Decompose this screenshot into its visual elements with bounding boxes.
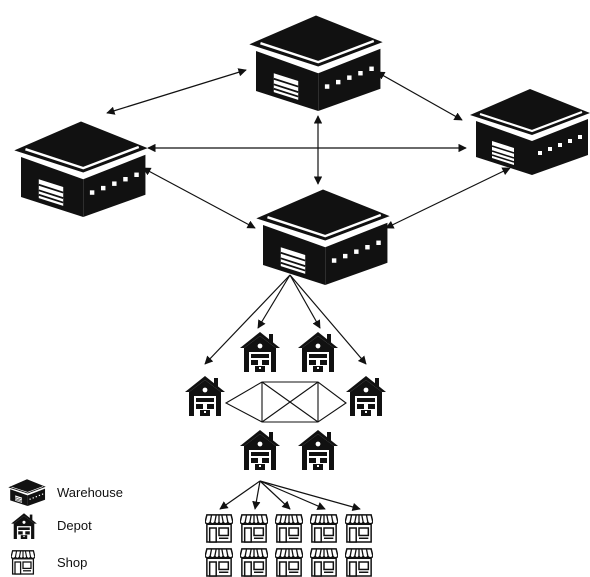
- link-center-depot-2: [257, 274, 291, 329]
- link-top-right: [376, 71, 463, 121]
- warehouse-icon: [8, 478, 46, 506]
- depot-4: [346, 376, 386, 416]
- warehouse-left: [13, 120, 149, 217]
- lattice-outline: [224, 381, 347, 423]
- shop-4: [310, 514, 338, 543]
- depot-shop-links: [219, 480, 361, 512]
- link-depot-shop-3: [259, 480, 291, 510]
- link-center-depot-3: [289, 274, 321, 329]
- link-right-center: [385, 167, 511, 229]
- link-left-center: [142, 167, 256, 229]
- shop-8: [275, 548, 303, 577]
- legend-label-depot: Depot: [57, 518, 92, 533]
- legend: Warehouse Depot Shop: [8, 478, 123, 575]
- depot-2: [240, 332, 280, 372]
- link-depot-shop-1: [219, 480, 261, 510]
- link-center-depot-4: [289, 274, 367, 365]
- depot-6: [298, 430, 338, 470]
- shop-9: [310, 548, 338, 577]
- depot-icon: [11, 513, 37, 539]
- shop-7: [240, 548, 268, 577]
- warehouse-top: [248, 14, 384, 111]
- warehouse-right: [470, 87, 590, 177]
- legend-label-shop: Shop: [57, 555, 87, 570]
- warehouse-center: [255, 188, 391, 285]
- shop-grid: [205, 514, 373, 577]
- legend-label-warehouse: Warehouse: [57, 485, 123, 500]
- shop-10: [345, 548, 373, 577]
- shop-2: [240, 514, 268, 543]
- shop-5: [345, 514, 373, 543]
- shop-1: [205, 514, 233, 543]
- link-center-depot-1: [204, 274, 291, 365]
- shop-3: [275, 514, 303, 543]
- link-depot-shop-5: [259, 480, 361, 512]
- link-top-left: [106, 68, 247, 115]
- shop-icon: [11, 550, 35, 575]
- depot-5: [240, 430, 280, 470]
- depot-1: [185, 376, 225, 416]
- warehouse-depot-links: [204, 274, 367, 365]
- lattice-d2: [261, 381, 319, 423]
- warehouse-links: [106, 68, 511, 229]
- shop-6: [205, 548, 233, 577]
- link-depot-shop-2: [252, 480, 261, 510]
- link-depot-shop-4: [259, 480, 326, 510]
- depot-lattice: [224, 381, 347, 423]
- depot-3: [298, 332, 338, 372]
